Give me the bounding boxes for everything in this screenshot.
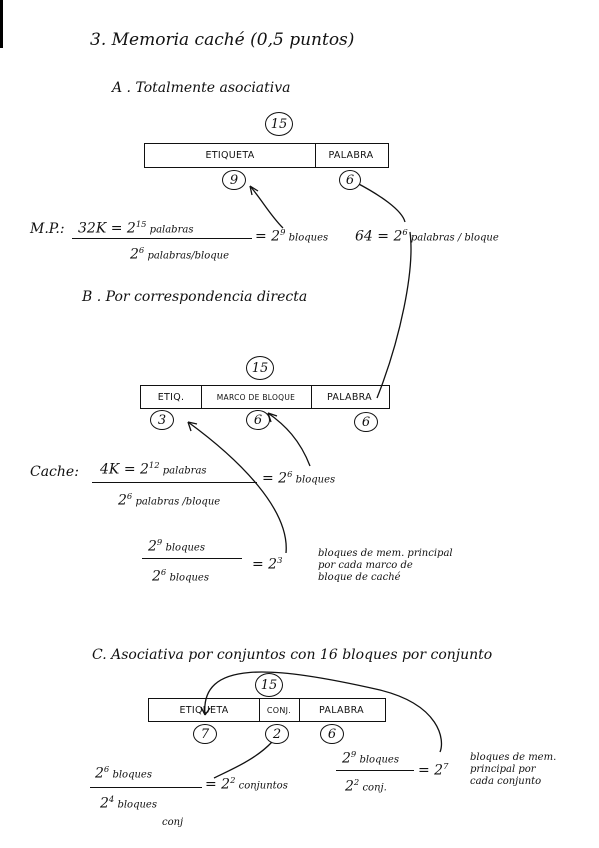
b-ratio-fraction-bar — [142, 558, 242, 559]
part-c-conj-bits: 2 — [265, 724, 289, 744]
part-c-word-bits: 6 — [320, 724, 344, 744]
arrow-b-marco — [267, 412, 311, 467]
field-palabra: PALABRA — [319, 704, 364, 716]
c-ratio-fraction-bar — [336, 770, 414, 771]
field-palabra: PALABRA — [327, 391, 372, 403]
arrow-c-conj — [213, 741, 273, 779]
part-b-tag-bits: 3 — [150, 410, 174, 430]
c-ratio-denominator: 22 conj. — [345, 777, 387, 795]
part-b-title: B . Por correspondencia directa — [82, 289, 308, 305]
field-conj: CONJ. — [266, 705, 292, 715]
part-a-address-format: ETIQUETA PALABRA — [144, 143, 389, 168]
part-c-total-bits: 15 — [255, 673, 283, 697]
mp-fraction-bar — [72, 238, 252, 239]
c-ratio-result: = 27 — [418, 761, 449, 779]
field-etiqueta: ETIQUETA — [205, 150, 255, 161]
part-b-address-format: ETIQ. MARCO DE BLOQUE PALABRA — [140, 385, 390, 409]
part-a-title: A . Totalmente asociativa — [112, 80, 291, 96]
field-etiq: ETIQ. — [157, 391, 185, 403]
part-a-word-bits: 6 — [339, 170, 361, 190]
mp-numerator: 32K = 215 palabras — [78, 219, 194, 237]
part-c-address-format: ETIQUETA CONJ. PALABRA — [148, 698, 386, 722]
part-c-tag-bits: 7 — [193, 724, 217, 744]
part-b-total-bits: 15 — [246, 356, 274, 380]
field-etiqueta: ETIQUETA — [179, 704, 229, 716]
mp-label: M.P.: — [30, 221, 65, 237]
part-c-title: C. Asociativa por conjuntos con 16 bloqu… — [92, 647, 493, 663]
sets-denominator-unit: conj — [162, 817, 184, 828]
scan-edge-mark — [0, 0, 3, 48]
sets-result: = 22 conjuntos — [205, 775, 288, 793]
sets-denominator: 24 bloques — [100, 794, 157, 812]
b-ratio-denominator: 26 bloques — [152, 567, 209, 585]
part-a-tag-bits: 9 — [222, 170, 246, 190]
part-b-marco-bits: 6 — [246, 410, 270, 430]
sets-numerator: 26 bloques — [95, 764, 152, 782]
cache-result: = 26 bloques — [262, 469, 336, 487]
mp-denominator: 26 palabras/bloque — [130, 245, 229, 263]
mp-result: = 29 bloques — [255, 227, 329, 245]
cache-fraction-bar — [92, 482, 257, 483]
c-ratio-note: bloques de mem. principal por cada conju… — [470, 752, 557, 787]
field-palabra: PALABRA — [328, 150, 374, 161]
cache-denominator: 26 palabras /bloque — [118, 491, 221, 509]
part-a-total-bits: 15 — [265, 112, 293, 136]
arrow-a-word — [354, 181, 406, 223]
arrow-b-word — [376, 231, 412, 399]
c-ratio-numerator: 29 bloques — [342, 749, 399, 767]
part-b-word-bits: 6 — [354, 412, 378, 432]
arrow-b-tag — [187, 421, 287, 554]
b-ratio-note: bloques de mem. principal por cada marco… — [318, 548, 453, 583]
block-size: 64 = 26 palabras / bloque — [355, 227, 499, 245]
arrow-c-tag — [204, 671, 443, 753]
field-marco-de-bloque: MARCO DE BLOQUE — [216, 392, 296, 402]
b-ratio-numerator: 29 bloques — [148, 537, 205, 555]
arrow-a-tag — [249, 185, 284, 229]
section-heading: 3. Memoria caché (0,5 puntos) — [90, 30, 355, 50]
sets-fraction-bar — [90, 787, 202, 788]
cache-label: Cache: — [30, 464, 79, 480]
b-ratio-result: = 23 — [252, 555, 283, 573]
cache-numerator: 4K = 212 palabras — [100, 460, 207, 478]
